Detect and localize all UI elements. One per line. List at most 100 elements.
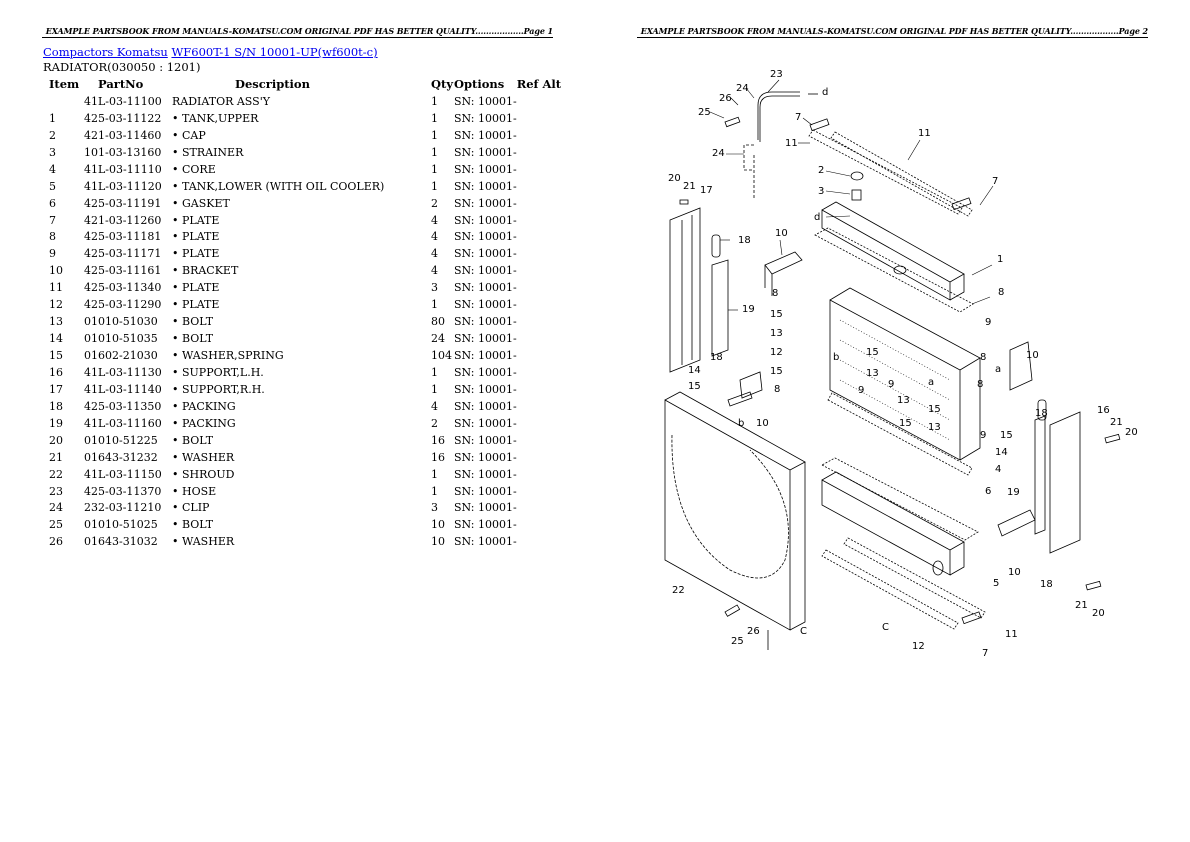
item-cell: 17 xyxy=(49,382,63,396)
qty-cell: 4 xyxy=(431,230,438,244)
qty-cell: 10 xyxy=(431,518,445,532)
options-cell: SN: 10001- xyxy=(454,111,517,125)
model-link[interactable]: WF600T-1 S/N 10001-UP(wf600t-c) xyxy=(171,45,378,59)
options-cell: SN: 10001- xyxy=(454,332,517,346)
options-cell: SN: 10001- xyxy=(454,433,517,447)
partno-cell: 41L-03-11110 xyxy=(84,162,162,176)
options-cell: SN: 10001- xyxy=(454,94,517,108)
options-cell: SN: 10001- xyxy=(454,349,517,363)
callout-label: 2 xyxy=(818,165,824,176)
refalt-cell xyxy=(517,245,567,262)
options-cell: SN: 10001- xyxy=(454,264,517,278)
callout-label: 26 xyxy=(747,626,760,637)
options-cell: SN: 10001- xyxy=(454,145,517,159)
item-cell: 16 xyxy=(49,365,63,379)
callout-label: 20 xyxy=(668,173,681,184)
qty-cell: 1 xyxy=(431,179,438,193)
partno-cell: 01010-51030 xyxy=(84,315,158,329)
description-cell: • TANK,LOWER (WITH OIL COOLER) xyxy=(172,179,385,193)
qty-cell: 2 xyxy=(431,196,438,210)
item-cell: 4 xyxy=(49,162,56,176)
callout-label: 23 xyxy=(770,69,783,80)
callout-label: 15 xyxy=(866,347,879,358)
description-cell: • GASKET xyxy=(172,196,230,210)
options-cell: SN: 10001- xyxy=(454,484,517,498)
callout-label: 13 xyxy=(770,328,783,339)
callout-label: 9 xyxy=(980,430,986,441)
category-link[interactable]: Compactors Komatsu xyxy=(43,45,168,59)
description-cell: • BOLT xyxy=(172,518,214,532)
item-cell: 12 xyxy=(49,298,63,312)
callout-label: C xyxy=(882,622,889,633)
description-cell: • WASHER xyxy=(172,450,235,464)
refalt-cell xyxy=(517,296,567,313)
callout-label: 13 xyxy=(897,395,910,406)
options-cell: SN: 10001- xyxy=(454,518,517,532)
item-cell: 24 xyxy=(49,501,63,515)
callout-label: 15 xyxy=(1000,430,1013,441)
item-cell: 5 xyxy=(49,179,56,193)
callout-label: 21 xyxy=(1110,417,1123,428)
description-cell: • TANK,UPPER xyxy=(172,111,259,125)
qty-cell: 4 xyxy=(431,213,438,227)
callout-label: 24 xyxy=(712,148,725,159)
description-cell: • BOLT xyxy=(172,332,214,346)
refalt-cell xyxy=(517,313,567,330)
options-cell: SN: 10001- xyxy=(454,450,517,464)
qty-cell: 80 xyxy=(431,315,445,329)
callout-label: 17 xyxy=(700,185,713,196)
description-cell: • CLIP xyxy=(172,501,210,515)
header-item: Item xyxy=(49,77,80,91)
callout-label: 8 xyxy=(980,352,986,363)
options-cell: SN: 10001- xyxy=(454,128,517,142)
refalt-cell xyxy=(517,381,567,398)
callout-label: d xyxy=(814,212,820,223)
breadcrumb: Compactors Komatsu WF600T-1 S/N 10001-UP… xyxy=(43,45,378,59)
qty-cell: 1 xyxy=(431,94,438,108)
description-cell: • CAP xyxy=(172,128,206,142)
options-cell: SN: 10001- xyxy=(454,399,517,413)
qty-cell: 1 xyxy=(431,128,438,142)
hose-part xyxy=(757,91,800,142)
table-header-row: Item PartNo Description Qty Options Ref … xyxy=(43,75,567,93)
options-cell: SN: 10001- xyxy=(454,416,517,430)
qty-cell: 2 xyxy=(431,416,438,430)
item-cell: 20 xyxy=(49,433,63,447)
partno-cell: 01643-31032 xyxy=(84,535,158,549)
callout-label: 14 xyxy=(688,365,701,376)
item-cell: 19 xyxy=(49,416,63,430)
options-cell: SN: 10001- xyxy=(454,162,517,176)
description-cell: • PLATE xyxy=(172,298,220,312)
options-cell: SN: 10001- xyxy=(454,281,517,295)
item-cell: 13 xyxy=(49,315,63,329)
qty-cell: 1 xyxy=(431,382,438,396)
description-cell: • SUPPORT,L.H. xyxy=(172,365,264,379)
callout-label: 1 xyxy=(997,254,1003,265)
callout-label: 7 xyxy=(992,176,998,187)
callout-label: 19 xyxy=(1007,487,1020,498)
parts-table: Item PartNo Description Qty Options Ref … xyxy=(43,75,567,550)
callout-label: 11 xyxy=(785,138,798,149)
item-cell: 2 xyxy=(49,128,56,142)
item-cell: 11 xyxy=(49,281,63,295)
refalt-cell xyxy=(517,279,567,296)
callout-label: 15 xyxy=(770,309,783,320)
qty-cell: 1 xyxy=(431,467,438,481)
qty-cell: 4 xyxy=(431,264,438,278)
item-cell: 26 xyxy=(49,535,63,549)
options-cell: SN: 10001- xyxy=(454,467,517,481)
callout-label: a xyxy=(995,364,1001,375)
callout-label: 20 xyxy=(1125,427,1138,438)
